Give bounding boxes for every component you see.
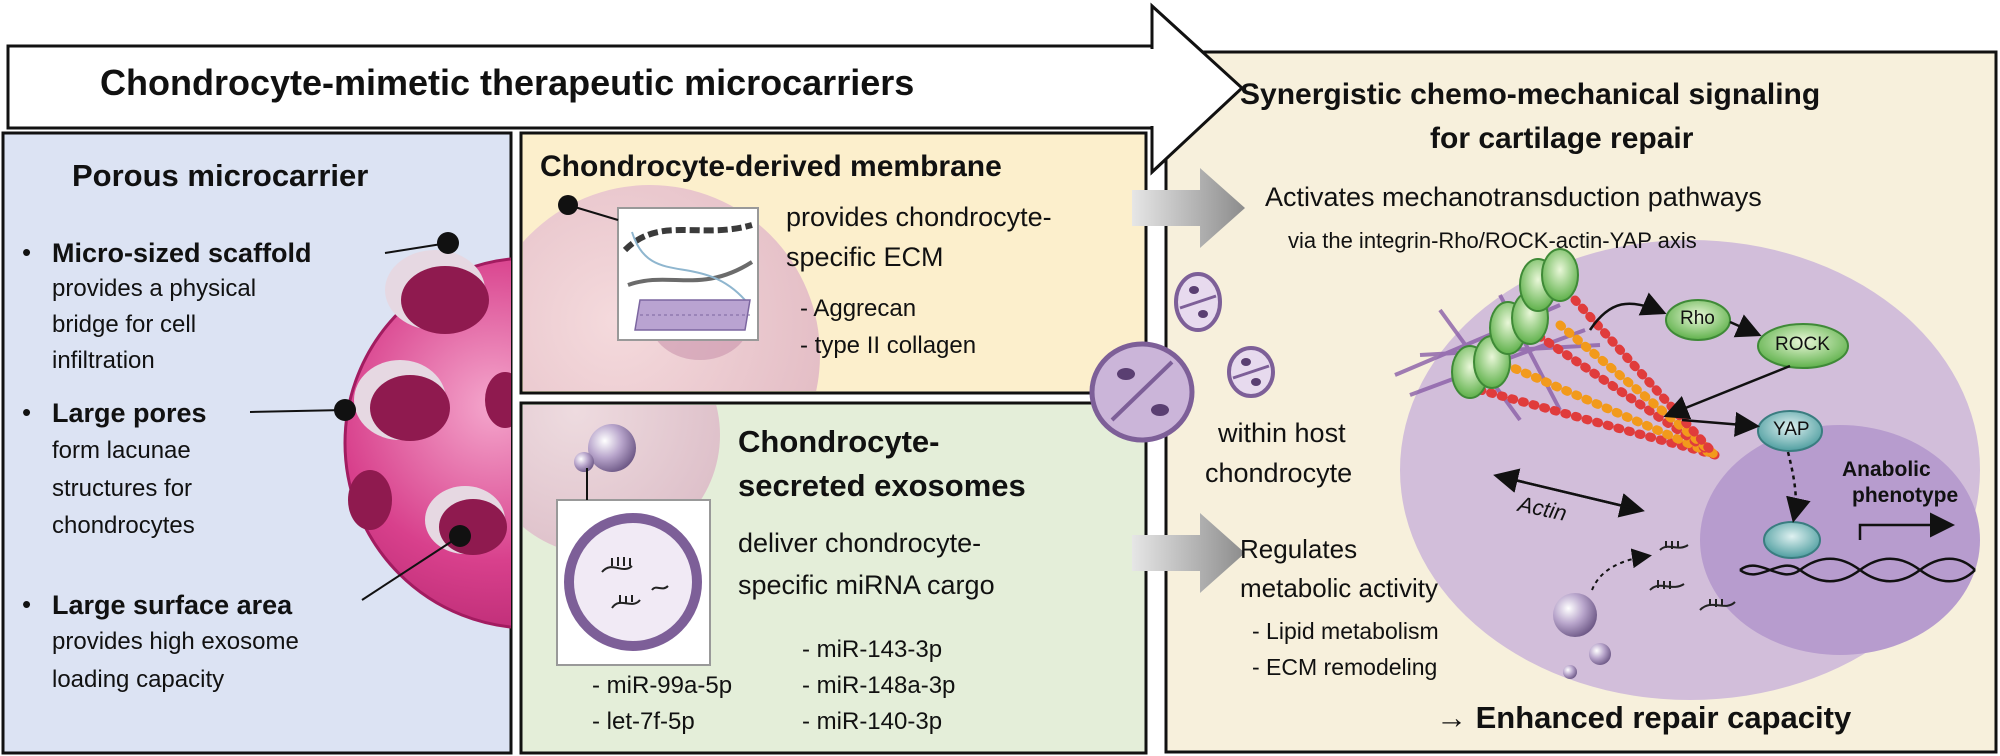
exosome-title-1: Chondrocyte-	[738, 424, 940, 459]
exosome-desc-1: deliver chondrocyte-	[738, 528, 982, 558]
metabolic-line-2: metabolic activity	[1240, 573, 1438, 603]
feature-1-desc-2: bridge for cell	[52, 311, 197, 338]
feature-3-title: Large surface area	[52, 590, 293, 620]
mechano-line-1: Activates mechanotransduction pathways	[1265, 182, 1762, 212]
feature-2-title: Large pores	[52, 398, 207, 428]
anabolic-label-2: phenotype	[1852, 484, 1959, 507]
membrane-title: Chondrocyte-derived membrane	[540, 150, 1002, 183]
rho-node	[1665, 299, 1731, 341]
arrow-metabolic	[1132, 513, 1245, 593]
mirna-col2-1: - miR-143-3p	[802, 636, 943, 663]
right-title-2: for cartilage repair	[1430, 122, 1694, 155]
bullet-2: •	[22, 397, 32, 427]
metabolic-item-2: - ECM remodeling	[1252, 654, 1438, 680]
mirna-col1-2: - let-7f-5p	[592, 708, 695, 735]
mechano-line-2: via the integrin-Rho/ROCK-actin-YAP axis	[1288, 228, 1697, 253]
nucleus	[1700, 425, 1980, 655]
mirna-col2-2: - miR-148a-3p	[802, 672, 956, 699]
right-title-1: Synergistic chemo-mechanical signaling	[1240, 78, 1821, 111]
rock-label: ROCK	[1775, 334, 1830, 355]
feature-1-title: Micro-sized scaffold	[52, 238, 312, 268]
left-panel-title: Porous microcarrier	[72, 158, 369, 193]
membrane-desc-2: specific ECM	[786, 242, 944, 272]
bullet-3: •	[22, 589, 32, 619]
feature-1-desc-1: provides a physical	[52, 275, 257, 302]
exosome-title-2: secreted exosomes	[738, 468, 1026, 503]
feature-2-desc-1: form lacunae	[52, 437, 191, 464]
host-label-2: chondrocyte	[1205, 458, 1353, 488]
mirna-col1-1: - miR-99a-5p	[592, 672, 733, 699]
diagram-title: Chondrocyte-mimetic therapeutic microcar…	[100, 62, 915, 103]
rho-label: Rho	[1680, 308, 1715, 329]
membrane-illustration	[622, 222, 754, 331]
feature-2-desc-3: chondrocytes	[52, 512, 195, 539]
mirna-col2-3: - miR-140-3p	[802, 708, 943, 735]
metabolic-item-1: - Lipid metabolism	[1252, 618, 1439, 644]
membrane-desc-1: provides chondrocyte-	[786, 202, 1052, 232]
anabolic-label-1: Anabolic	[1842, 458, 1931, 481]
rock-node	[1757, 323, 1849, 369]
membrane-item-1: - Aggrecan	[800, 295, 917, 322]
feature-1-desc-3: infiltration	[52, 347, 155, 374]
feature-3-desc-1: provides high exosome	[52, 628, 299, 655]
feature-3-desc-2: loading capacity	[52, 666, 225, 693]
conclusion: → Enhanced repair capacity	[1436, 700, 1852, 735]
exosome-desc-2: specific miRNA cargo	[738, 570, 995, 600]
metabolic-line-1: Regulates	[1240, 534, 1358, 564]
host-chondrocyte-cells	[1089, 272, 1275, 443]
membrane-item-2: - type II collagen	[800, 332, 977, 359]
host-label-1: within host	[1218, 418, 1346, 448]
yap-label: YAP	[1773, 419, 1810, 440]
bullet-1: •	[22, 237, 32, 267]
feature-2-desc-2: structures for	[52, 475, 193, 502]
